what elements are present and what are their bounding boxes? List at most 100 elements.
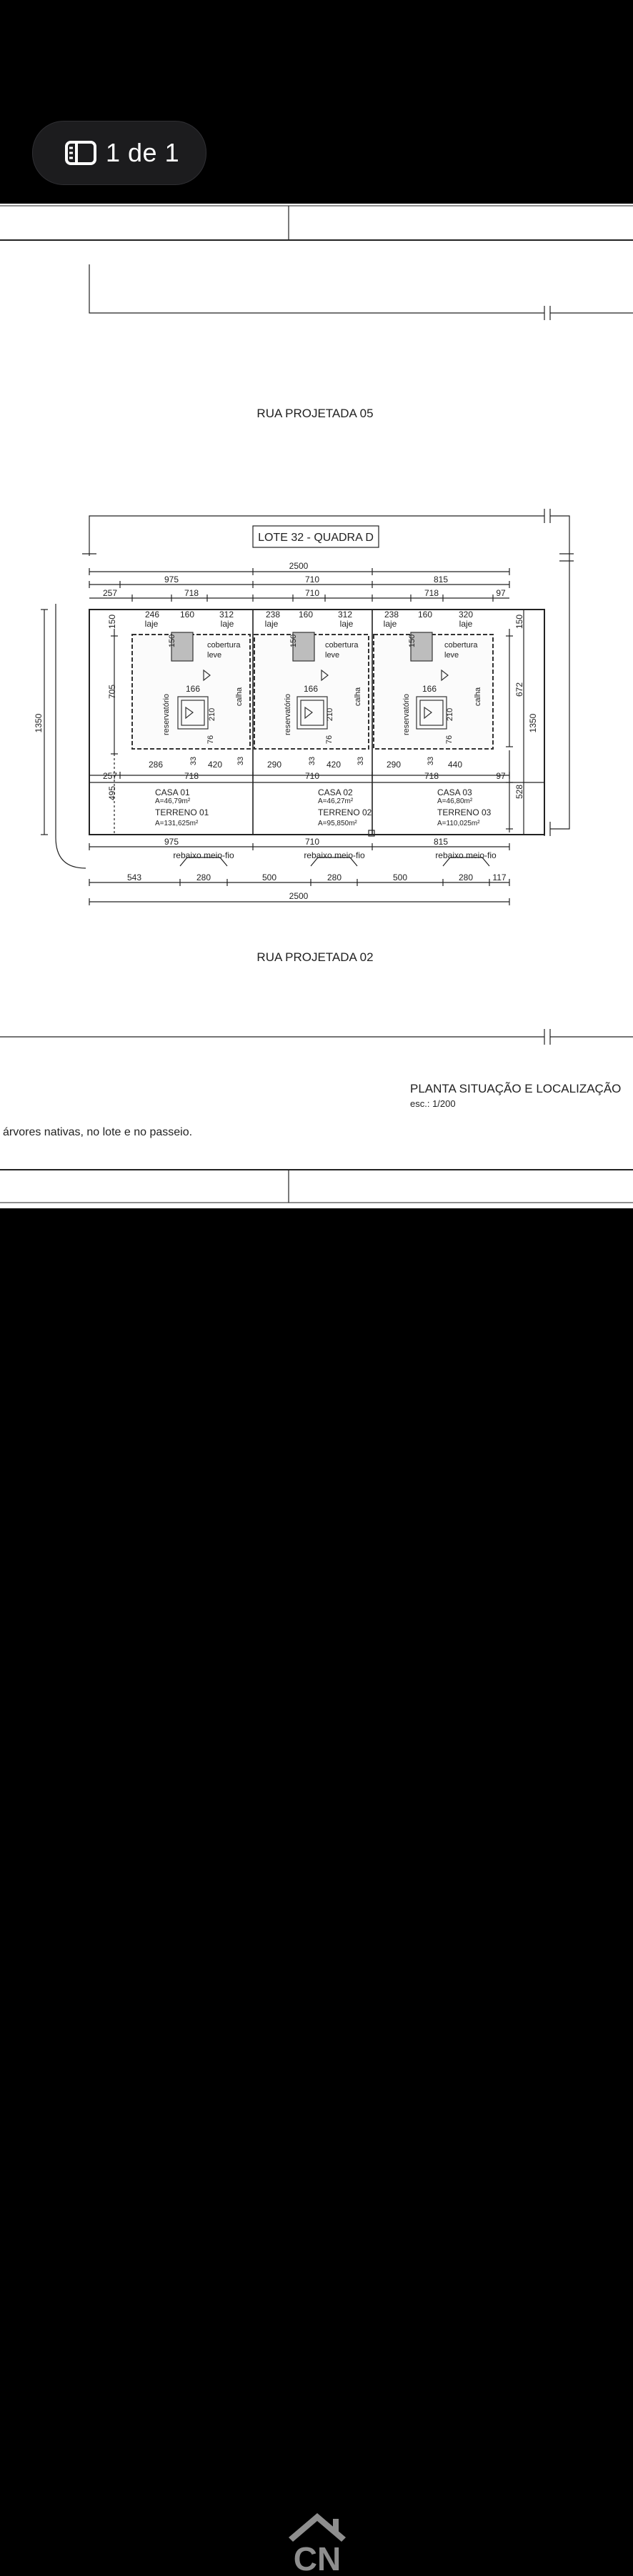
viewer-bottom-bar: CN <box>0 1208 633 2576</box>
calha-label-3: calha <box>474 687 482 706</box>
site-plan-drawing: RUA PROJETADA 05 RUA PROJETADA 02 LOTE 3… <box>0 205 633 1203</box>
dim-33-2: 33 <box>236 757 245 765</box>
dim-bottom-1: 286 <box>149 760 163 770</box>
dim-row2-5: 97 <box>496 588 506 598</box>
cobertura-label-1: cobertura <box>207 641 241 650</box>
dim-33-5: 33 <box>427 757 435 765</box>
terreno-02-area: A=95,850m² <box>318 820 357 827</box>
curb-dim-5: 500 <box>393 872 407 882</box>
reservatorio-label-2: reservatório <box>284 694 292 735</box>
dim-row3-4: 718 <box>424 771 439 781</box>
dim-row3-1: 257 <box>103 771 117 781</box>
dim-166-1: 166 <box>186 684 200 694</box>
cn-logo: CN <box>289 2513 346 2576</box>
curb-label-1: rebaixo meio-fio <box>173 850 234 860</box>
dim-210-3: 210 <box>446 708 454 721</box>
dim-below-1: 975 <box>164 837 179 847</box>
logo-text: CN <box>294 2540 341 2576</box>
laje-dim-1a: 246 <box>145 610 159 620</box>
house-01 <box>131 632 251 750</box>
dim-bottom-6: 440 <box>448 760 462 770</box>
dim-528: 528 <box>514 785 524 799</box>
plan-scale: esc.: 1/200 <box>410 1098 456 1109</box>
dim-166-2: 166 <box>304 684 318 694</box>
laje-label-2b: laje <box>340 619 354 629</box>
casa-01-label: CASA 01 <box>155 787 190 797</box>
casa-03-area: A=46,80m² <box>437 797 473 805</box>
dim-below-3: 815 <box>434 837 448 847</box>
calha-label-2: calha <box>354 687 362 706</box>
curb-label-3: rebaixo meio-fio <box>435 850 497 860</box>
house-02 <box>254 632 369 750</box>
dim-total-top: 2500 <box>289 561 309 571</box>
cobertura-label-2: cobertura <box>325 641 359 650</box>
dim-76-1: 76 <box>206 735 215 744</box>
dim-row2-3: 710 <box>305 588 319 598</box>
calha-label-1: calha <box>235 687 244 706</box>
laje-dim-3b: 160 <box>418 610 432 620</box>
dim-bottom-5: 290 <box>387 760 401 770</box>
dim-bottom-3: 290 <box>267 760 281 770</box>
laje-label-1a: laje <box>145 619 159 629</box>
dim-below-2: 710 <box>305 837 319 847</box>
curb-dim-4: 280 <box>327 872 342 882</box>
casa-02-area: A=46,27m² <box>318 797 354 805</box>
dim-row2-4: 718 <box>424 588 439 598</box>
laje-label-3b: laje <box>459 619 473 629</box>
dim-row2-1: 257 <box>103 588 117 598</box>
curb-dim-2: 280 <box>196 872 211 882</box>
dim-76-3: 76 <box>445 735 454 744</box>
laje-dim-2c: 312 <box>338 610 352 620</box>
dim-1350-left: 1350 <box>34 713 44 732</box>
dim-672: 672 <box>514 682 524 697</box>
reservatorio-label-3: reservatório <box>402 694 411 735</box>
street-top-label: RUA PROJETADA 05 <box>256 407 373 420</box>
dim-150-house2: 150 <box>289 635 298 647</box>
dim-row3-3: 710 <box>305 771 319 781</box>
laje-dim-1b: 160 <box>180 610 194 620</box>
reservatorio-label-1: reservatório <box>162 694 171 735</box>
curb-dim-7: 117 <box>492 872 506 882</box>
lot-title: LOTE 32 - QUADRA D <box>258 532 374 544</box>
dim-top-2: 710 <box>305 575 319 585</box>
dim-705: 705 <box>107 685 117 699</box>
dim-33-4: 33 <box>357 757 365 765</box>
dim-1350-right: 1350 <box>528 713 538 732</box>
curb-dim-1: 543 <box>127 872 141 882</box>
dim-bottom-4: 420 <box>327 760 341 770</box>
dim-total-bottom: 2500 <box>289 891 309 901</box>
dim-76-2: 76 <box>325 735 334 744</box>
laje-label-1b: laje <box>221 619 234 629</box>
terreno-01-label: TERRENO 01 <box>155 807 209 817</box>
dim-33-3: 33 <box>308 757 316 765</box>
street-bottom-label: RUA PROJETADA 02 <box>256 950 373 964</box>
dim-150-house1: 150 <box>168 635 176 647</box>
laje-dim-2b: 160 <box>299 610 313 620</box>
laje-dim-3a: 238 <box>384 610 399 620</box>
page-indicator-button[interactable]: 1 de 1 <box>32 121 206 185</box>
laje-dim-2a: 238 <box>266 610 280 620</box>
dim-33-1: 33 <box>189 757 198 765</box>
laje-label-3a: laje <box>384 619 397 629</box>
sidebar-icon <box>65 141 96 165</box>
leve-label-2: leve <box>325 651 339 660</box>
terreno-03-area: A=110,025m² <box>437 820 480 827</box>
dim-210-2: 210 <box>326 708 334 721</box>
dim-row3-5: 97 <box>496 771 506 781</box>
curb-label-2: rebaixo meio-fio <box>304 850 365 860</box>
dim-top-1: 975 <box>164 575 179 585</box>
laje-dim-1c: 312 <box>219 610 234 620</box>
document-page: RUA PROJETADA 05 RUA PROJETADA 02 LOTE 3… <box>0 204 633 1208</box>
dim-150-left: 150 <box>107 615 117 629</box>
dim-166-3: 166 <box>422 684 437 694</box>
leve-label-1: leve <box>207 651 221 660</box>
leve-label-3: leve <box>444 651 459 660</box>
curb-dim-3: 500 <box>262 872 276 882</box>
laje-dim-3c: 320 <box>459 610 473 620</box>
curb-dim-6: 280 <box>459 872 473 882</box>
dim-495: 495 <box>107 786 117 800</box>
casa-02-label: CASA 02 <box>318 787 353 797</box>
dim-top-3: 815 <box>434 575 448 585</box>
plan-title: PLANTA SITUAÇÃO E LOCALIZAÇÃO <box>410 1082 621 1095</box>
viewer-top-bar: 1 de 1 <box>0 0 633 204</box>
